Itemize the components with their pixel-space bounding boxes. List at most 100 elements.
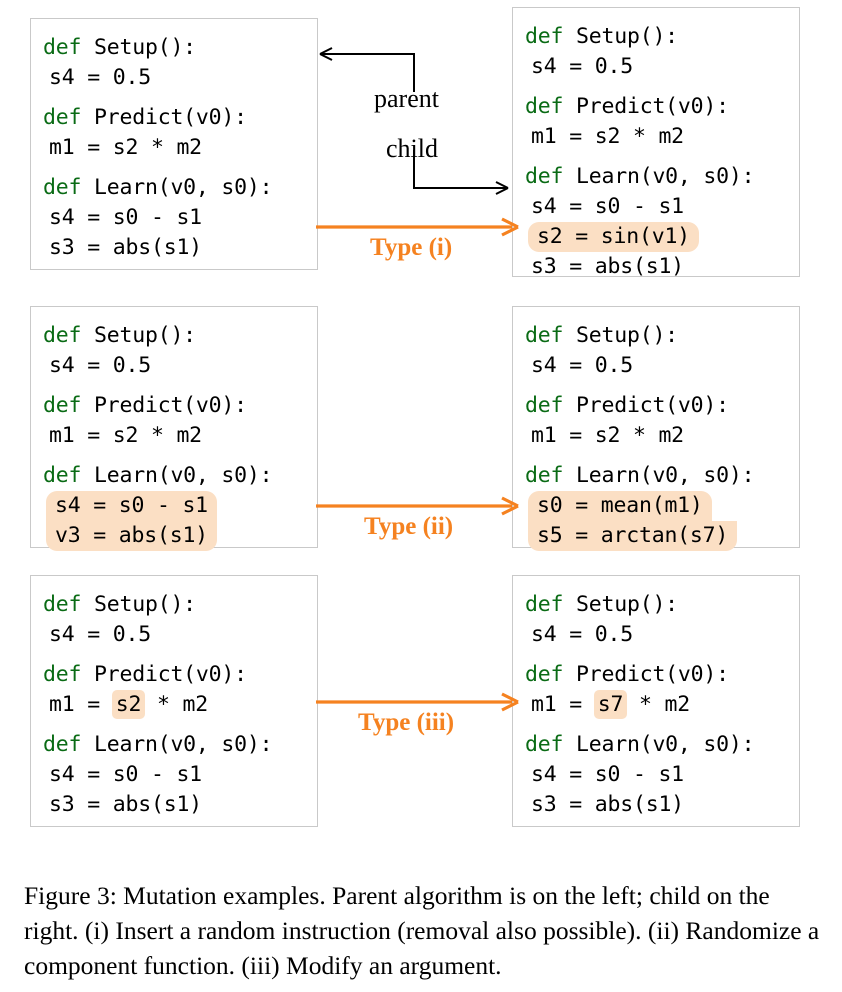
function-block: def Setup():s4 = 0.5	[31, 321, 317, 381]
function-signature: Setup():	[81, 592, 196, 617]
def-keyword: def	[43, 732, 82, 757]
child-label: child	[386, 134, 438, 163]
code-text: s3 = abs(s1)	[531, 254, 684, 279]
function-block: def Predict(v0):m1 = s2 * m2	[513, 92, 799, 152]
type-ii-connector-arrow	[316, 496, 519, 516]
highlighted-instruction: s5 = arctan(s7)	[528, 521, 738, 551]
code-line: s4 = s0 - s1	[513, 760, 799, 790]
function-def-line: def Setup():	[31, 321, 317, 351]
function-signature: Learn(v0, s0):	[563, 732, 755, 757]
def-keyword: def	[43, 175, 82, 200]
def-keyword: def	[43, 662, 82, 687]
function-def-line: def Setup():	[31, 33, 317, 63]
code-line: s4 = s0 - s1	[31, 203, 317, 233]
code-line: s4 = 0.5	[31, 351, 317, 381]
type-iii-label: Type (iii)	[358, 709, 455, 736]
def-keyword: def	[525, 393, 564, 418]
function-block: def Predict(v0):m1 = s2 * m2	[31, 391, 317, 451]
code-line: s0 = mean(m1)	[513, 491, 799, 521]
code-line: s4 = s0 - s1	[31, 491, 317, 521]
code-line: s4 = 0.5	[513, 351, 799, 381]
code-text: s4 = 0.5	[49, 622, 151, 647]
def-keyword: def	[525, 24, 564, 49]
function-block: def Setup():s4 = 0.5	[31, 590, 317, 650]
function-def-line: def Learn(v0, s0):	[31, 730, 317, 760]
parent-child-connector-arrows	[319, 47, 509, 195]
function-signature: Setup():	[563, 24, 678, 49]
code-line: s4 = 0.5	[31, 620, 317, 650]
type-ii-label: Type (ii)	[364, 513, 454, 540]
function-signature: Predict(v0):	[563, 393, 729, 418]
function-signature: Predict(v0):	[81, 662, 247, 687]
function-signature: Setup():	[81, 35, 196, 60]
function-def-line: def Predict(v0):	[31, 103, 317, 133]
function-def-line: def Learn(v0, s0):	[31, 173, 317, 203]
code-text: s3 = abs(s1)	[49, 792, 202, 817]
code-text: m1 = s2 * m2	[531, 124, 684, 149]
code-line: s4 = 0.5	[31, 63, 317, 93]
highlighted-instruction: s0 = mean(m1)	[528, 491, 712, 521]
function-signature: Learn(v0, s0):	[563, 463, 755, 488]
code-line: m1 = s7 * m2	[513, 690, 799, 720]
code-text: * m2	[626, 692, 690, 717]
code-text: m1 =	[531, 692, 595, 717]
parent-label: parent	[374, 84, 439, 113]
code-line: s4 = s0 - s1	[513, 192, 799, 222]
code-line: m1 = s2 * m2	[31, 421, 317, 451]
function-signature: Setup():	[563, 323, 678, 348]
code-text: s4 = 0.5	[531, 54, 633, 79]
parent-algorithm-type-iii: def Setup(): s4 = 0.5 def Predict(v0): m1 =…	[30, 575, 318, 827]
function-signature: Setup():	[81, 323, 196, 348]
function-block: def Predict(v0):m1 = s7 * m2	[513, 660, 799, 720]
code-text: * m2	[144, 692, 208, 717]
function-signature: Predict(v0):	[81, 105, 247, 130]
def-keyword: def	[525, 732, 564, 757]
code-line: s3 = abs(s1)	[513, 252, 799, 282]
code-line: m1 = s2 * m2	[513, 421, 799, 451]
code-text: s4 = 0.5	[531, 353, 633, 378]
function-block: def Predict(v0):m1 = s2 * m2	[513, 391, 799, 451]
function-block: def Learn(v0, s0):s4 = s0 - s1 s3 = abs(s…	[31, 730, 317, 820]
function-def-line: def Learn(v0, s0):	[513, 461, 799, 491]
def-keyword: def	[525, 463, 564, 488]
function-def-line: def Setup():	[513, 321, 799, 351]
function-def-line: def Learn(v0, s0):	[513, 730, 799, 760]
def-keyword: def	[43, 323, 82, 348]
code-text: s4 = 0.5	[531, 622, 633, 647]
figure-caption: Figure 3: Mutation examples. Parent algo…	[24, 881, 820, 980]
code-text: s4 = s0 - s1	[49, 762, 202, 787]
code-text: s3 = abs(s1)	[531, 792, 684, 817]
code-line: m1 = s2 * m2	[31, 133, 317, 163]
code-text: s3 = abs(s1)	[49, 235, 202, 260]
highlighted-argument-token: s7	[593, 690, 628, 719]
function-block: def Setup():s4 = 0.5	[513, 321, 799, 381]
function-def-line: def Predict(v0):	[513, 92, 799, 122]
function-def-line: def Learn(v0, s0):	[513, 162, 799, 192]
code-line: s4 = 0.5	[513, 620, 799, 650]
code-line: m1 = s2 * m2	[31, 690, 317, 720]
code-line: s4 = 0.5	[513, 52, 799, 82]
code-line: s4 = s0 - s1	[31, 760, 317, 790]
highlighted-argument-token: s2	[111, 690, 146, 719]
function-def-line: def Predict(v0):	[513, 391, 799, 421]
code-line: m1 = s2 * m2	[513, 122, 799, 152]
code-line: s3 = abs(s1)	[31, 233, 317, 263]
function-def-line: def Setup():	[513, 22, 799, 52]
code-text: m1 =	[49, 692, 113, 717]
function-def-line: def Predict(v0):	[513, 660, 799, 690]
function-signature: Learn(v0, s0):	[81, 175, 273, 200]
code-text: m1 = s2 * m2	[49, 135, 202, 160]
def-keyword: def	[43, 105, 82, 130]
type-i-connector-arrow	[316, 217, 519, 237]
function-block: def Setup():s4 = 0.5	[513, 22, 799, 82]
code-text: s4 = 0.5	[49, 353, 151, 378]
